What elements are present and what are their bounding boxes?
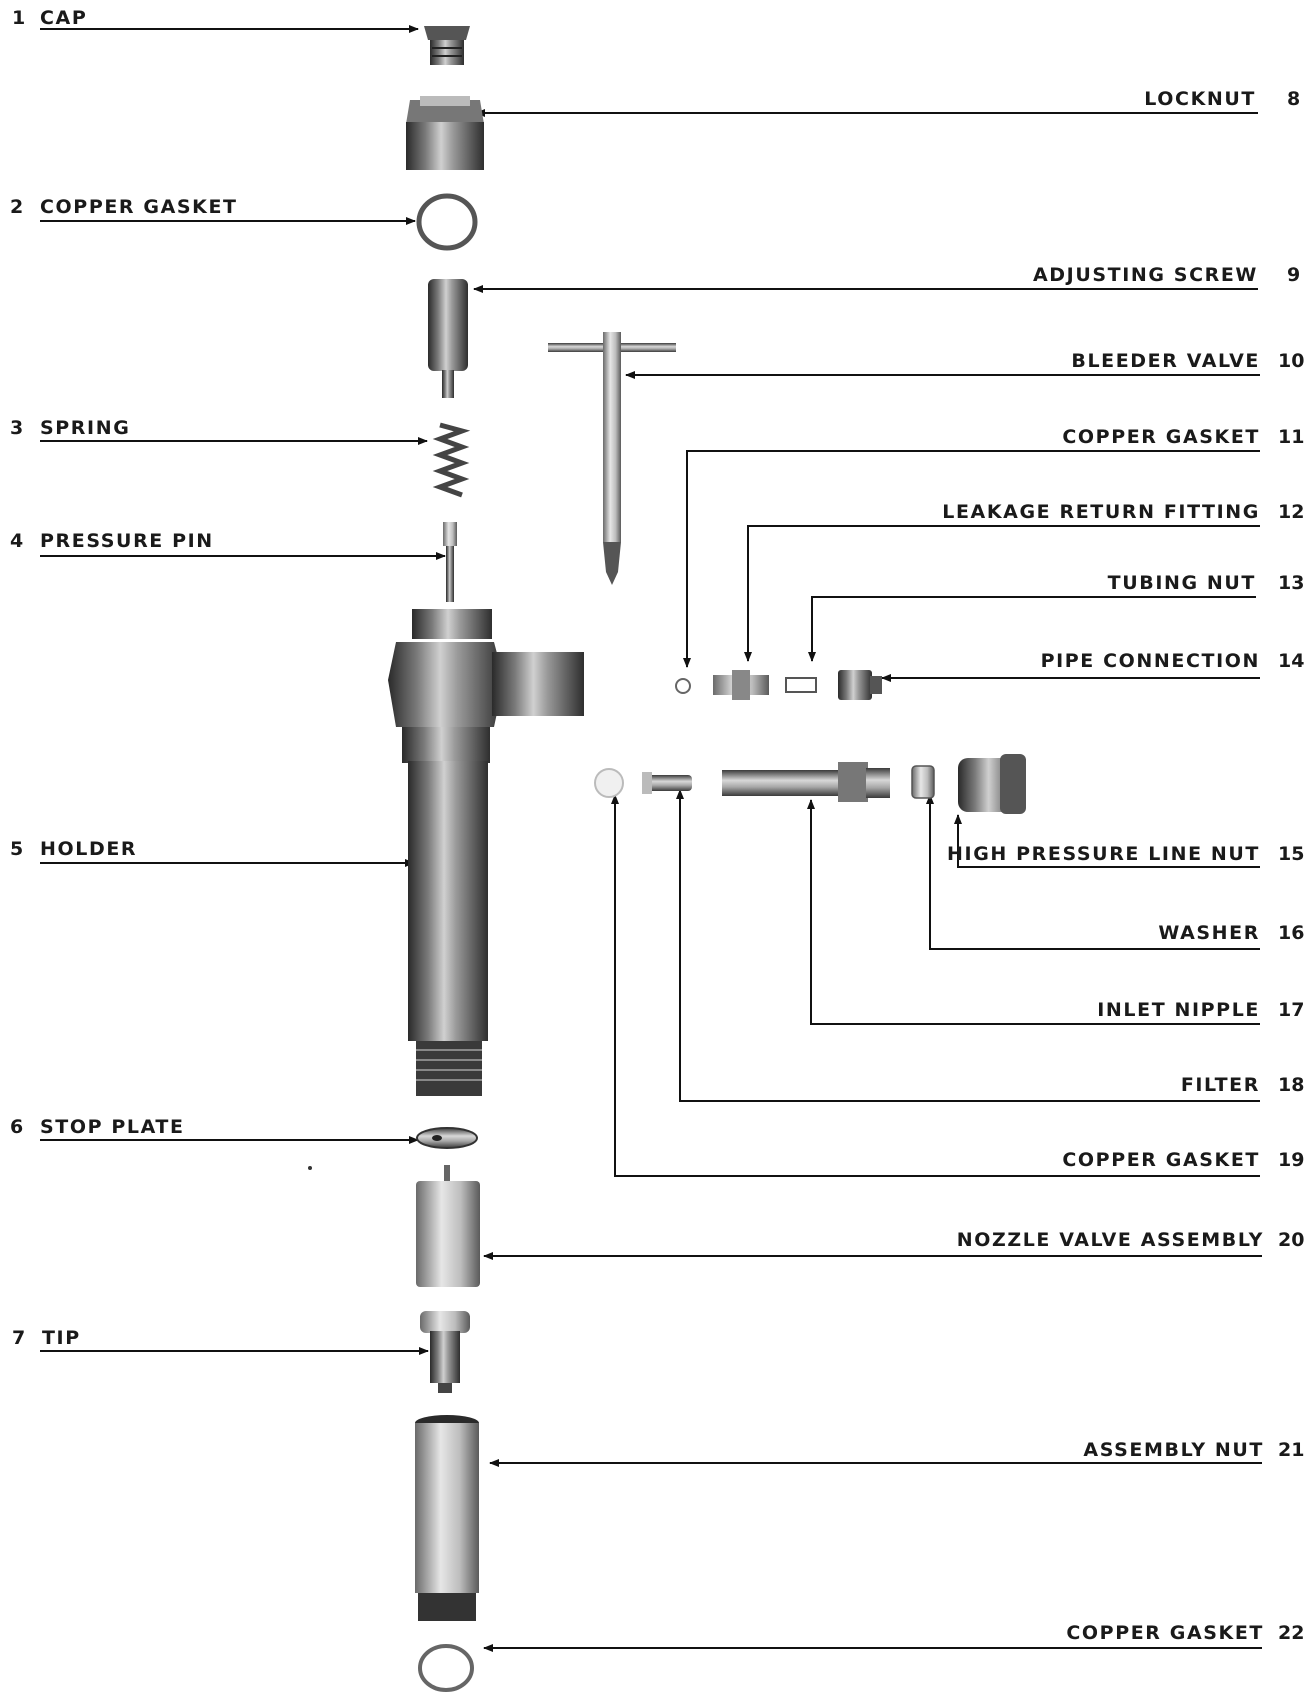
part-label-6: STOP PLATE: [40, 1116, 185, 1138]
part-number-19: 19: [1278, 1149, 1304, 1171]
part-label-3: SPRING: [40, 417, 130, 439]
part-label-11: COPPER GASKET: [1062, 426, 1260, 448]
tubing-nut-part: [786, 678, 816, 692]
part-label-15: HIGH PRESSURE LINE NUT: [947, 843, 1260, 865]
copper-gasket-11-part: [676, 679, 690, 693]
filter-part: [642, 772, 692, 794]
washer-part: [912, 766, 934, 798]
assembly-nut-part: [415, 1415, 479, 1621]
part-label-2: COPPER GASKET: [40, 196, 238, 218]
part-number-17: 17: [1278, 999, 1304, 1021]
part-number-6: 6: [10, 1116, 23, 1138]
part-label-10: BLEEDER VALVE: [1071, 350, 1260, 372]
spring-part: [440, 425, 462, 495]
part-number-11: 11: [1278, 426, 1304, 448]
part-number-18: 18: [1278, 1074, 1304, 1096]
pressure-pin-part: [443, 522, 457, 602]
part-label-9: ADJUSTING SCREW: [1033, 264, 1258, 286]
part-number-16: 16: [1278, 922, 1304, 944]
copper-gasket-2-part: [419, 196, 475, 248]
part-number-9: 9: [1287, 264, 1300, 286]
part-label-4: PRESSURE PIN: [40, 530, 214, 552]
high-pressure-line-nut-part: [958, 754, 1026, 814]
stop-plate-part: [417, 1128, 477, 1148]
copper-gasket-19-part: [595, 769, 623, 797]
copper-gasket-22-part: [420, 1646, 472, 1690]
part-label-5: HOLDER: [40, 838, 137, 860]
holder-part: [388, 609, 584, 1096]
pipe-connection-part: [838, 670, 882, 700]
cap-part: [424, 26, 470, 65]
part-number-8: 8: [1287, 88, 1300, 110]
part-number-5: 5: [10, 838, 23, 860]
part-number-20: 20: [1278, 1229, 1304, 1251]
part-number-22: 22: [1278, 1622, 1304, 1644]
locknut-part: [406, 96, 484, 170]
part-label-8: LOCKNUT: [1144, 88, 1256, 110]
part-label-20: NOZZLE VALVE ASSEMBLY: [957, 1229, 1264, 1251]
leakage-return-fitting-part: [713, 670, 769, 700]
part-number-4: 4: [10, 530, 23, 552]
leader-line-18: [680, 790, 1260, 1101]
part-label-14: PIPE CONNECTION: [1041, 650, 1260, 672]
part-label-19: COPPER GASKET: [1062, 1149, 1260, 1171]
leader-line-17: [811, 800, 1260, 1024]
part-number-14: 14: [1278, 650, 1304, 672]
part-label-12: LEAKAGE RETURN FITTING: [942, 501, 1260, 523]
part-number-15: 15: [1278, 843, 1304, 865]
part-label-22: COPPER GASKET: [1066, 1622, 1264, 1644]
part-label-18: FILTER: [1181, 1074, 1260, 1096]
speck-dot: [308, 1166, 312, 1170]
part-number-7: 7: [12, 1327, 25, 1349]
part-label-7: TIP: [42, 1327, 81, 1349]
part-number-13: 13: [1278, 572, 1304, 594]
inlet-nipple-part: [722, 762, 890, 802]
part-number-12: 12: [1278, 501, 1304, 523]
nozzle-valve-assembly-part: [416, 1165, 480, 1287]
part-number-3: 3: [10, 417, 23, 439]
part-number-2: 2: [10, 196, 23, 218]
part-label-17: INLET NIPPLE: [1097, 999, 1260, 1021]
part-label-1: CAP: [40, 7, 87, 29]
part-number-1: 1: [12, 7, 25, 29]
part-label-21: ASSEMBLY NUT: [1083, 1439, 1264, 1461]
part-number-10: 10: [1278, 350, 1304, 372]
part-label-16: WASHER: [1158, 922, 1260, 944]
leader-line-11: [687, 451, 1260, 667]
part-number-21: 21: [1278, 1439, 1304, 1461]
adjusting-screw-part: [428, 279, 468, 398]
bleeder-valve-part: [548, 332, 676, 585]
part-label-13: TUBING NUT: [1108, 572, 1256, 594]
